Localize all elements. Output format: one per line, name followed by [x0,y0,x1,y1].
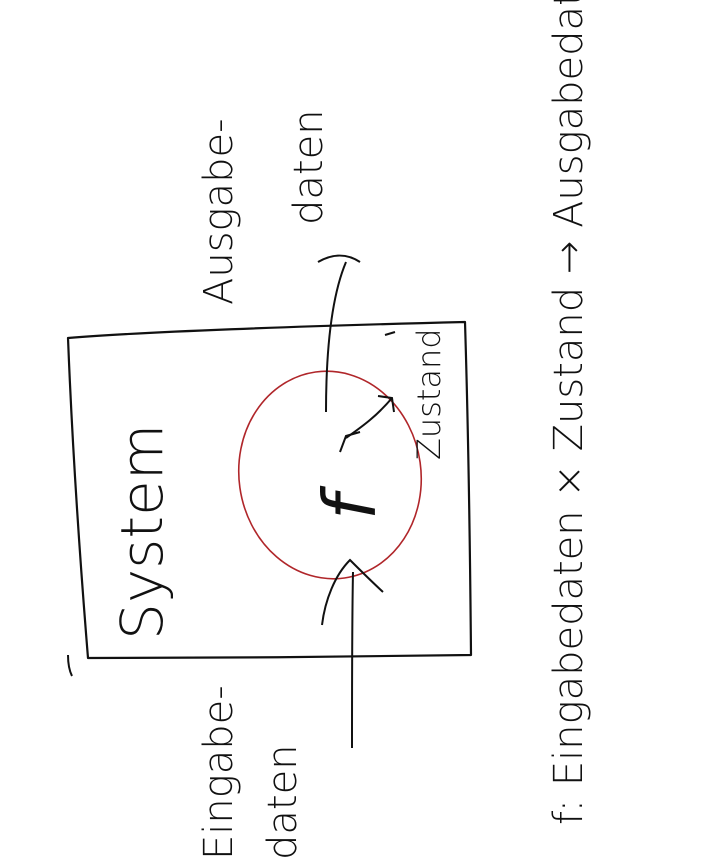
state-double-arrow [345,397,393,439]
output-label-line1: Ausgabe- [196,118,242,305]
state-arrow-head-a [339,431,361,453]
state-label-tick [384,331,396,336]
function-circle [237,370,423,580]
function-symbol: f [308,485,392,520]
input-arrow-shaft [351,571,354,749]
system-box [66,320,473,660]
system-label: System [108,424,176,640]
output-arrow-shaft [325,261,347,413]
input-label-line2: daten [260,744,306,860]
formula-label: f: Eingabedaten × Zustand → Ausgabedaten [546,0,592,825]
state-label: Zustand [410,328,448,460]
state-arrow-head-b [377,395,395,413]
output-label-line2: daten [286,109,332,225]
input-arrow-head [321,558,384,626]
input-label-line1: Eingabe- [196,685,242,860]
system-box-tick [67,654,73,677]
output-arrow-head [317,254,361,263]
